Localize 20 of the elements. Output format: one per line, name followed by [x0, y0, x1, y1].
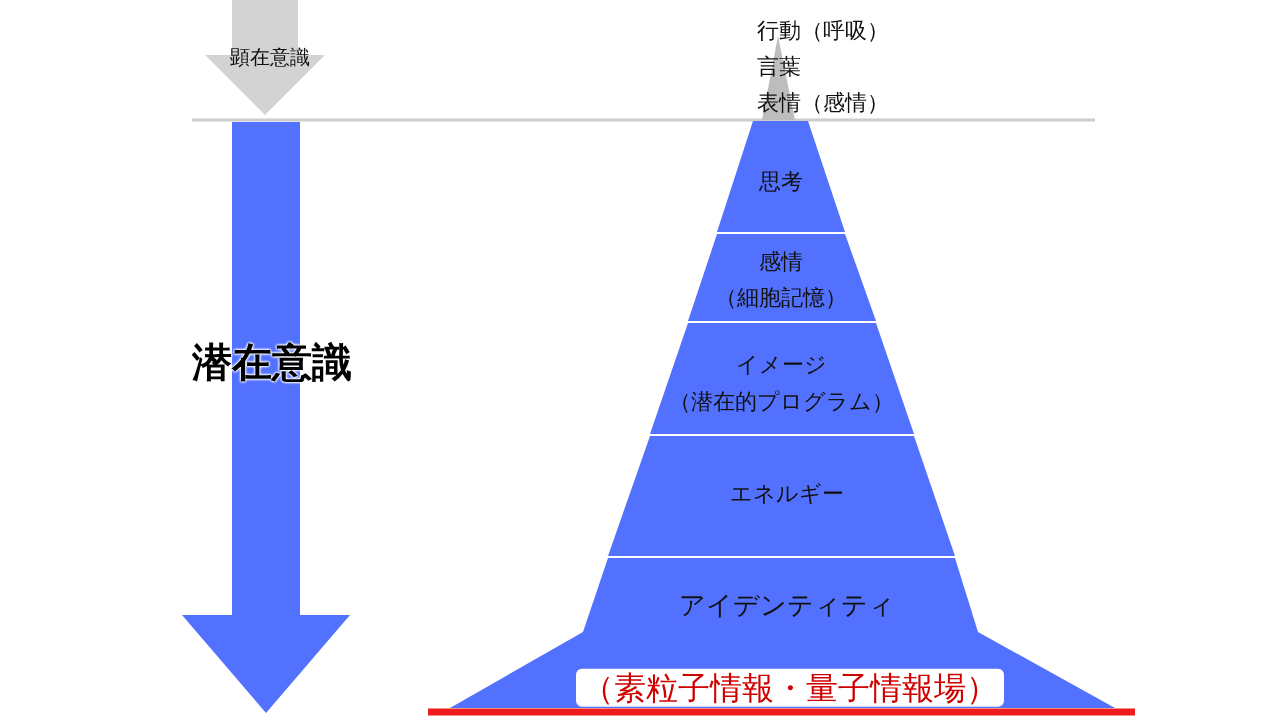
- layer-label: イメージ: [735, 351, 827, 379]
- pyramid-layer: [688, 234, 876, 321]
- note-text: 行動（呼吸）: [757, 17, 889, 45]
- layer-label: アイデンティティ: [679, 590, 895, 622]
- layer-label: エネルギー: [730, 480, 844, 508]
- pyramid-layer: [608, 436, 955, 556]
- pyramid-layer: [717, 121, 845, 232]
- down-arrow: [182, 122, 350, 713]
- arrow-label: 顕在意識: [230, 45, 310, 69]
- note-text: 言葉: [757, 53, 801, 81]
- layer-label: （素粒子情報・量子情報場）: [576, 668, 1004, 708]
- pyramid-layer: [583, 558, 978, 632]
- pyramid-base: [450, 632, 1115, 708]
- layer-label: 思考: [759, 168, 803, 196]
- pyramid-layer: [650, 323, 914, 434]
- down-arrow: [205, 0, 325, 115]
- layer-label: （潜在的プログラム）: [668, 388, 894, 416]
- layer-label: （細胞記憶）: [715, 284, 847, 312]
- note-text: 表情（感情）: [757, 89, 889, 117]
- layer-label: 感情: [759, 248, 803, 276]
